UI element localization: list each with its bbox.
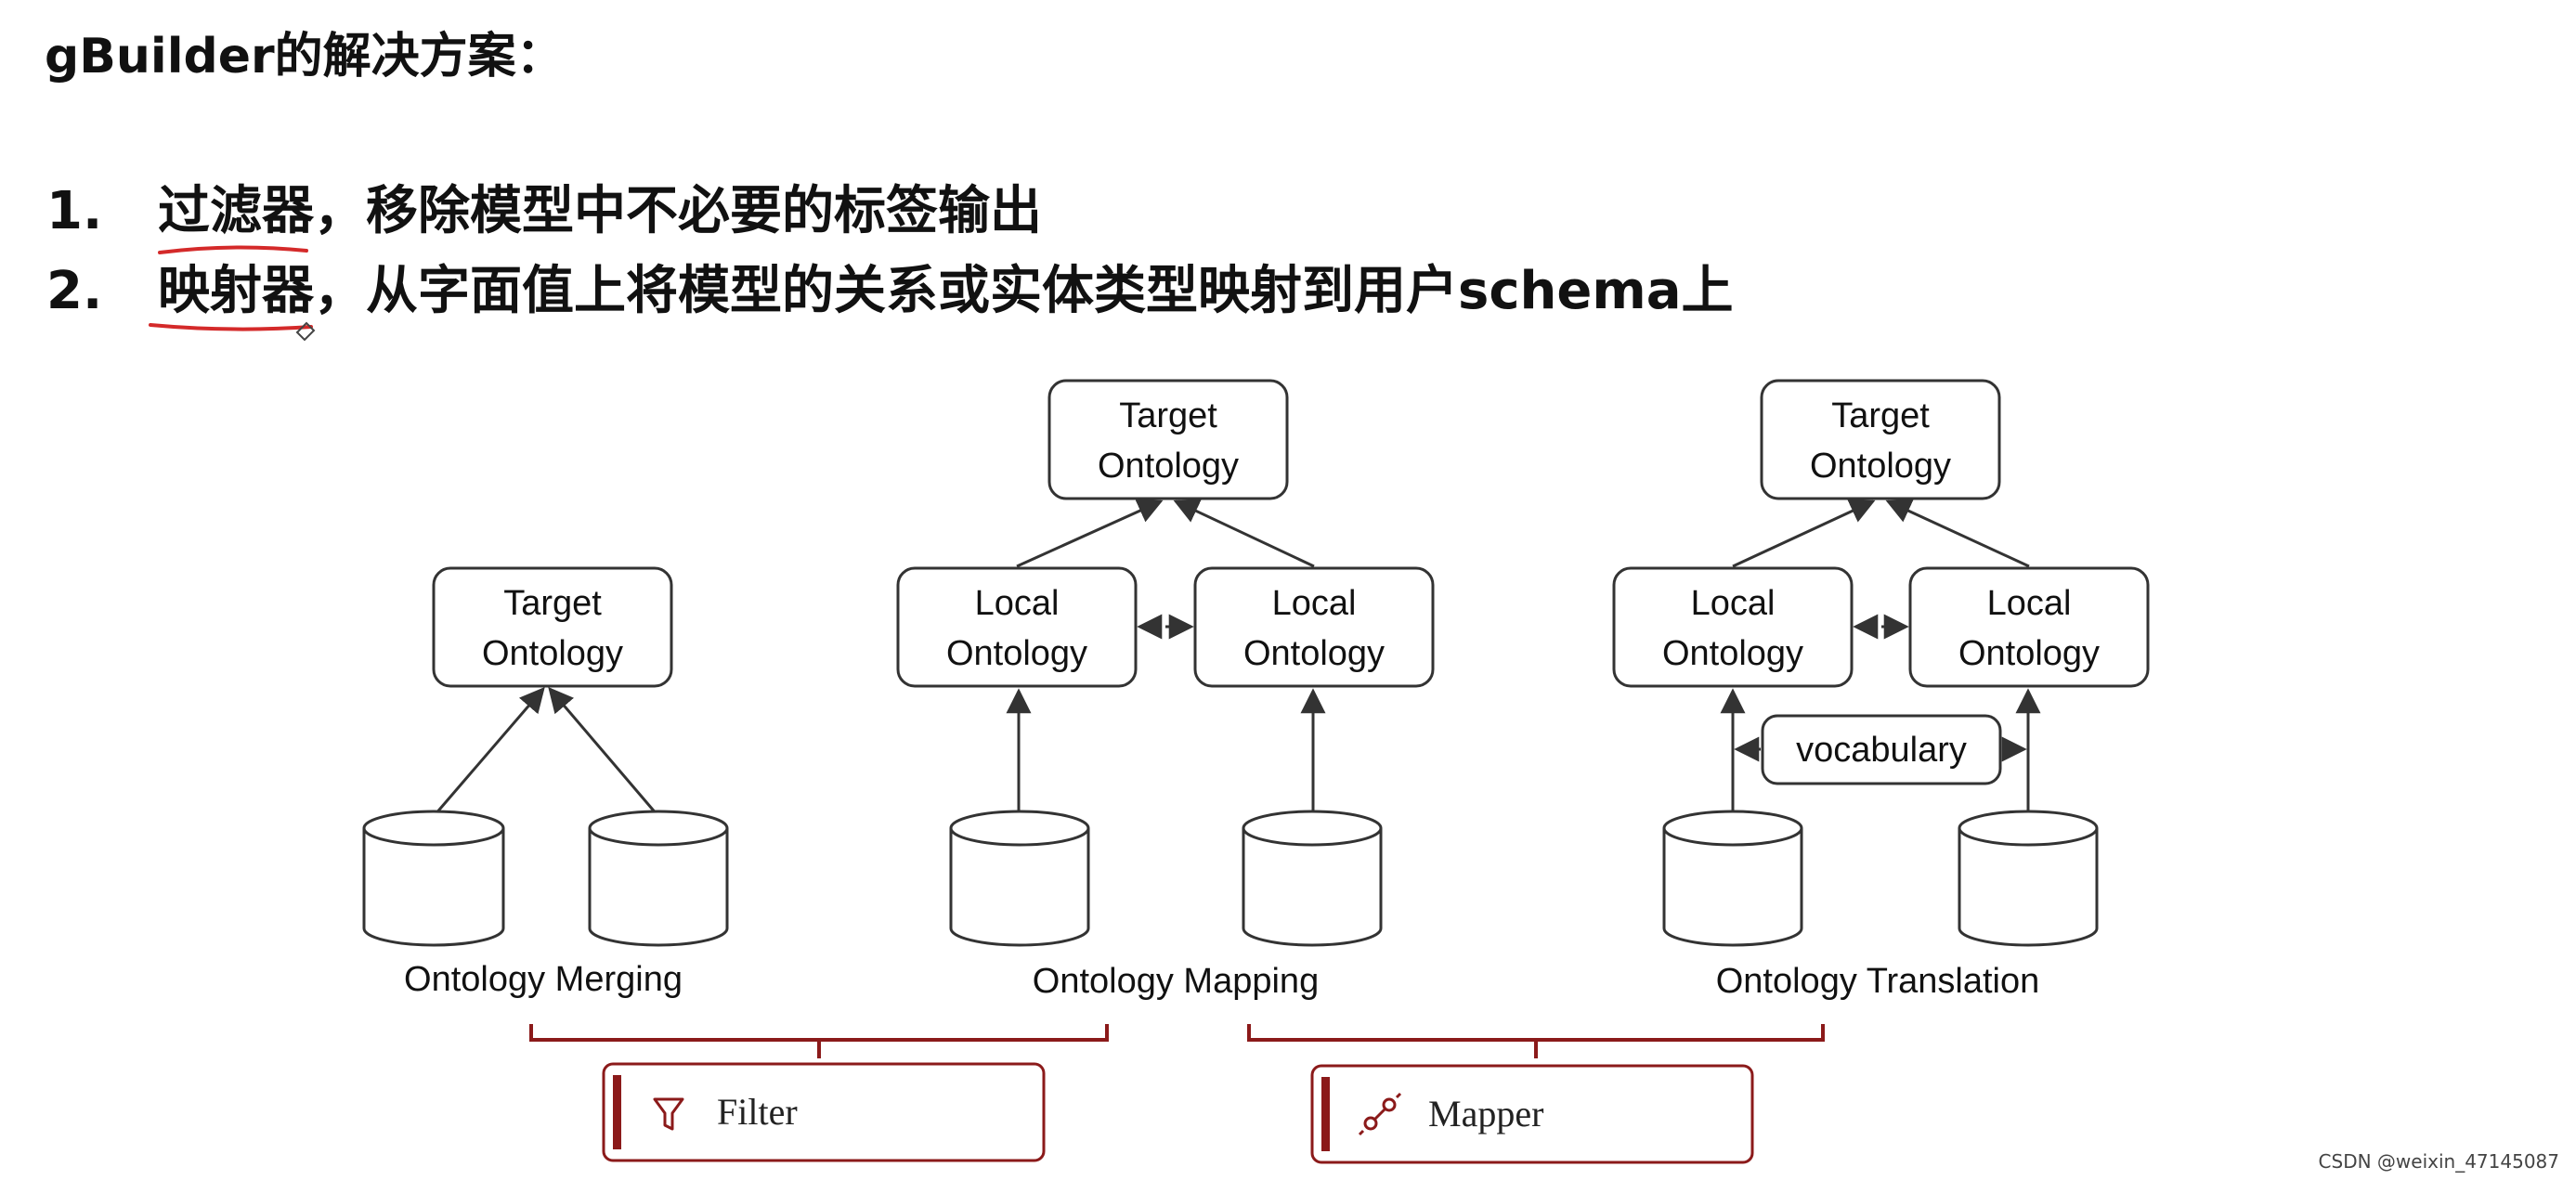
accent-bar — [613, 1075, 621, 1149]
node-label: Local — [1691, 584, 1776, 623]
watermark: CSDN @weixin_47145087 — [2318, 1150, 2559, 1173]
ontology-mapping-group: Target Ontology Local Ontology Local Ont… — [896, 379, 1435, 1001]
node-label: Target — [1831, 396, 1930, 435]
node-label: Local — [1272, 584, 1357, 623]
ontology-translation-group: Target Ontology Local Ontology Local Ont… — [1612, 379, 2150, 1001]
item-keyword-mapper: 映射器 — [158, 261, 314, 321]
arrow — [1016, 499, 1164, 568]
underline-mark — [158, 245, 308, 254]
mapper-label: Mapper — [1428, 1093, 1543, 1135]
arrow — [433, 686, 545, 816]
item-description: ，移除模型中不必要的标签输出 — [314, 181, 1042, 241]
mapper-icon — [1358, 1092, 1402, 1136]
database-icon — [362, 810, 505, 947]
node-label: Local — [1987, 584, 2072, 623]
pen-icon — [295, 321, 316, 342]
vocabulary-node — [1761, 714, 2002, 785]
bracket-mapper — [1247, 1024, 1825, 1058]
node-label: Ontology — [1662, 634, 1803, 673]
mapper-box[interactable]: Mapper — [1310, 1064, 1754, 1164]
underline-mark — [149, 323, 313, 331]
target-ontology-node — [1760, 379, 2001, 500]
item-number: 1. — [46, 181, 103, 241]
node-label: Ontology — [1810, 447, 1951, 486]
filter-label: Filter — [717, 1091, 798, 1133]
database-icon — [949, 810, 1090, 947]
caption-translation: Ontology Translation — [1716, 962, 2040, 1001]
item-keyword-filter: 过滤器 — [158, 181, 314, 241]
filter-icon — [653, 1097, 684, 1131]
database-icon — [1662, 810, 1803, 947]
node-label: Target — [1119, 396, 1217, 435]
node-label: Ontology — [1243, 634, 1385, 673]
node-label: Target — [503, 584, 602, 623]
vocabulary-label: vocabulary — [1796, 731, 1967, 770]
node-label: Ontology — [482, 634, 623, 673]
target-ontology-node — [432, 566, 673, 688]
arrow — [1173, 499, 1315, 568]
filter-box[interactable]: Filter — [602, 1062, 1046, 1162]
caption-mapping: Ontology Mapping — [1033, 962, 1319, 1001]
node-label: Local — [975, 584, 1060, 623]
ontology-merging-group: Target Ontology Ontology Merging — [362, 566, 729, 999]
caption-merging: Ontology Merging — [404, 960, 683, 999]
local-ontology-node — [896, 566, 1138, 688]
local-ontology-node — [1612, 566, 1854, 688]
arrow — [548, 686, 659, 816]
bracket-filter — [529, 1024, 1109, 1058]
target-ontology-node — [1047, 379, 1289, 500]
arrow — [1885, 499, 2030, 568]
local-ontology-node — [1908, 566, 2150, 688]
local-ontology-node — [1193, 566, 1435, 688]
node-label: Ontology — [1958, 634, 2100, 673]
list-item-filter: 1. 过滤器，移除模型中不必要的标签输出 — [46, 169, 1042, 244]
node-label: Ontology — [946, 634, 1087, 673]
database-icon — [588, 810, 729, 947]
database-icon — [1242, 810, 1383, 947]
item-number: 2. — [46, 261, 103, 321]
arrow — [1732, 499, 1876, 568]
red-underline-annotations — [149, 245, 316, 342]
item-description: ，从字面值上将模型的关系或实体类型映射到用户schema上 — [314, 261, 1734, 321]
list-item-mapper: 2. 映射器，从字面值上将模型的关系或实体类型映射到用户schema上 — [46, 249, 1734, 324]
database-icon — [1958, 810, 2099, 947]
slide-title: gBuilder的解决方案： — [45, 29, 565, 84]
accent-bar — [1321, 1077, 1330, 1151]
node-label: Ontology — [1098, 447, 1239, 486]
